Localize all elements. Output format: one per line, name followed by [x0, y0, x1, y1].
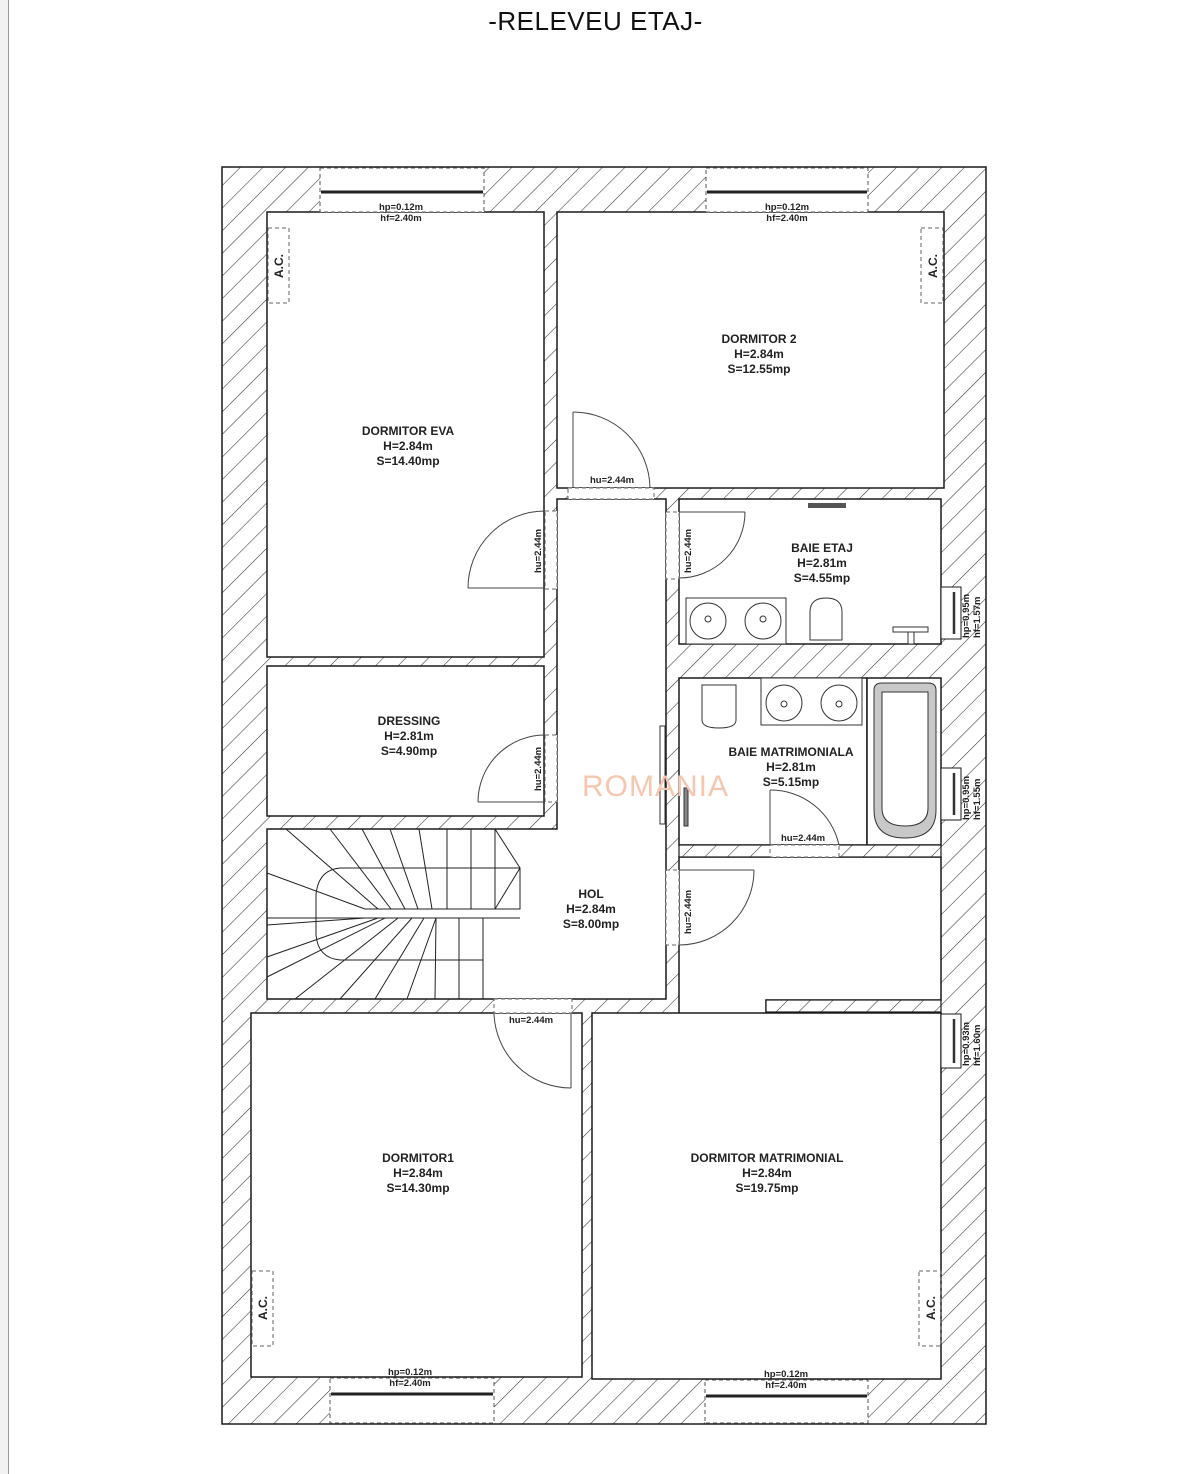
ac-label-d2: A.C.	[926, 254, 940, 278]
door-label-baie-matr: hu=2.44m	[780, 833, 826, 844]
door-label-d1: hu=2.44m	[508, 1015, 554, 1026]
door-label-matr: hu=2.44m	[683, 889, 694, 934]
plan-title: -RELEVEU ETAJ-	[488, 6, 703, 36]
door-label-eva: hu=2.44m	[533, 528, 544, 573]
door-label-baie-etaj: hu=2.44m	[683, 528, 694, 573]
door-label-dressing: hu=2.44m	[533, 746, 544, 791]
room-dormitor-eva	[266, 211, 545, 658]
page-left-edge	[0, 0, 9, 1474]
watermark: ROMANIA	[582, 770, 730, 803]
ac-label-matr: A.C.	[924, 1296, 938, 1320]
door-label-d2: hu=2.44m	[589, 475, 635, 486]
room-dressing	[266, 665, 545, 817]
room-dormitor-2	[556, 211, 945, 489]
ac-label-eva: A.C.	[272, 254, 286, 278]
ac-label-d1: A.C.	[256, 1296, 270, 1320]
